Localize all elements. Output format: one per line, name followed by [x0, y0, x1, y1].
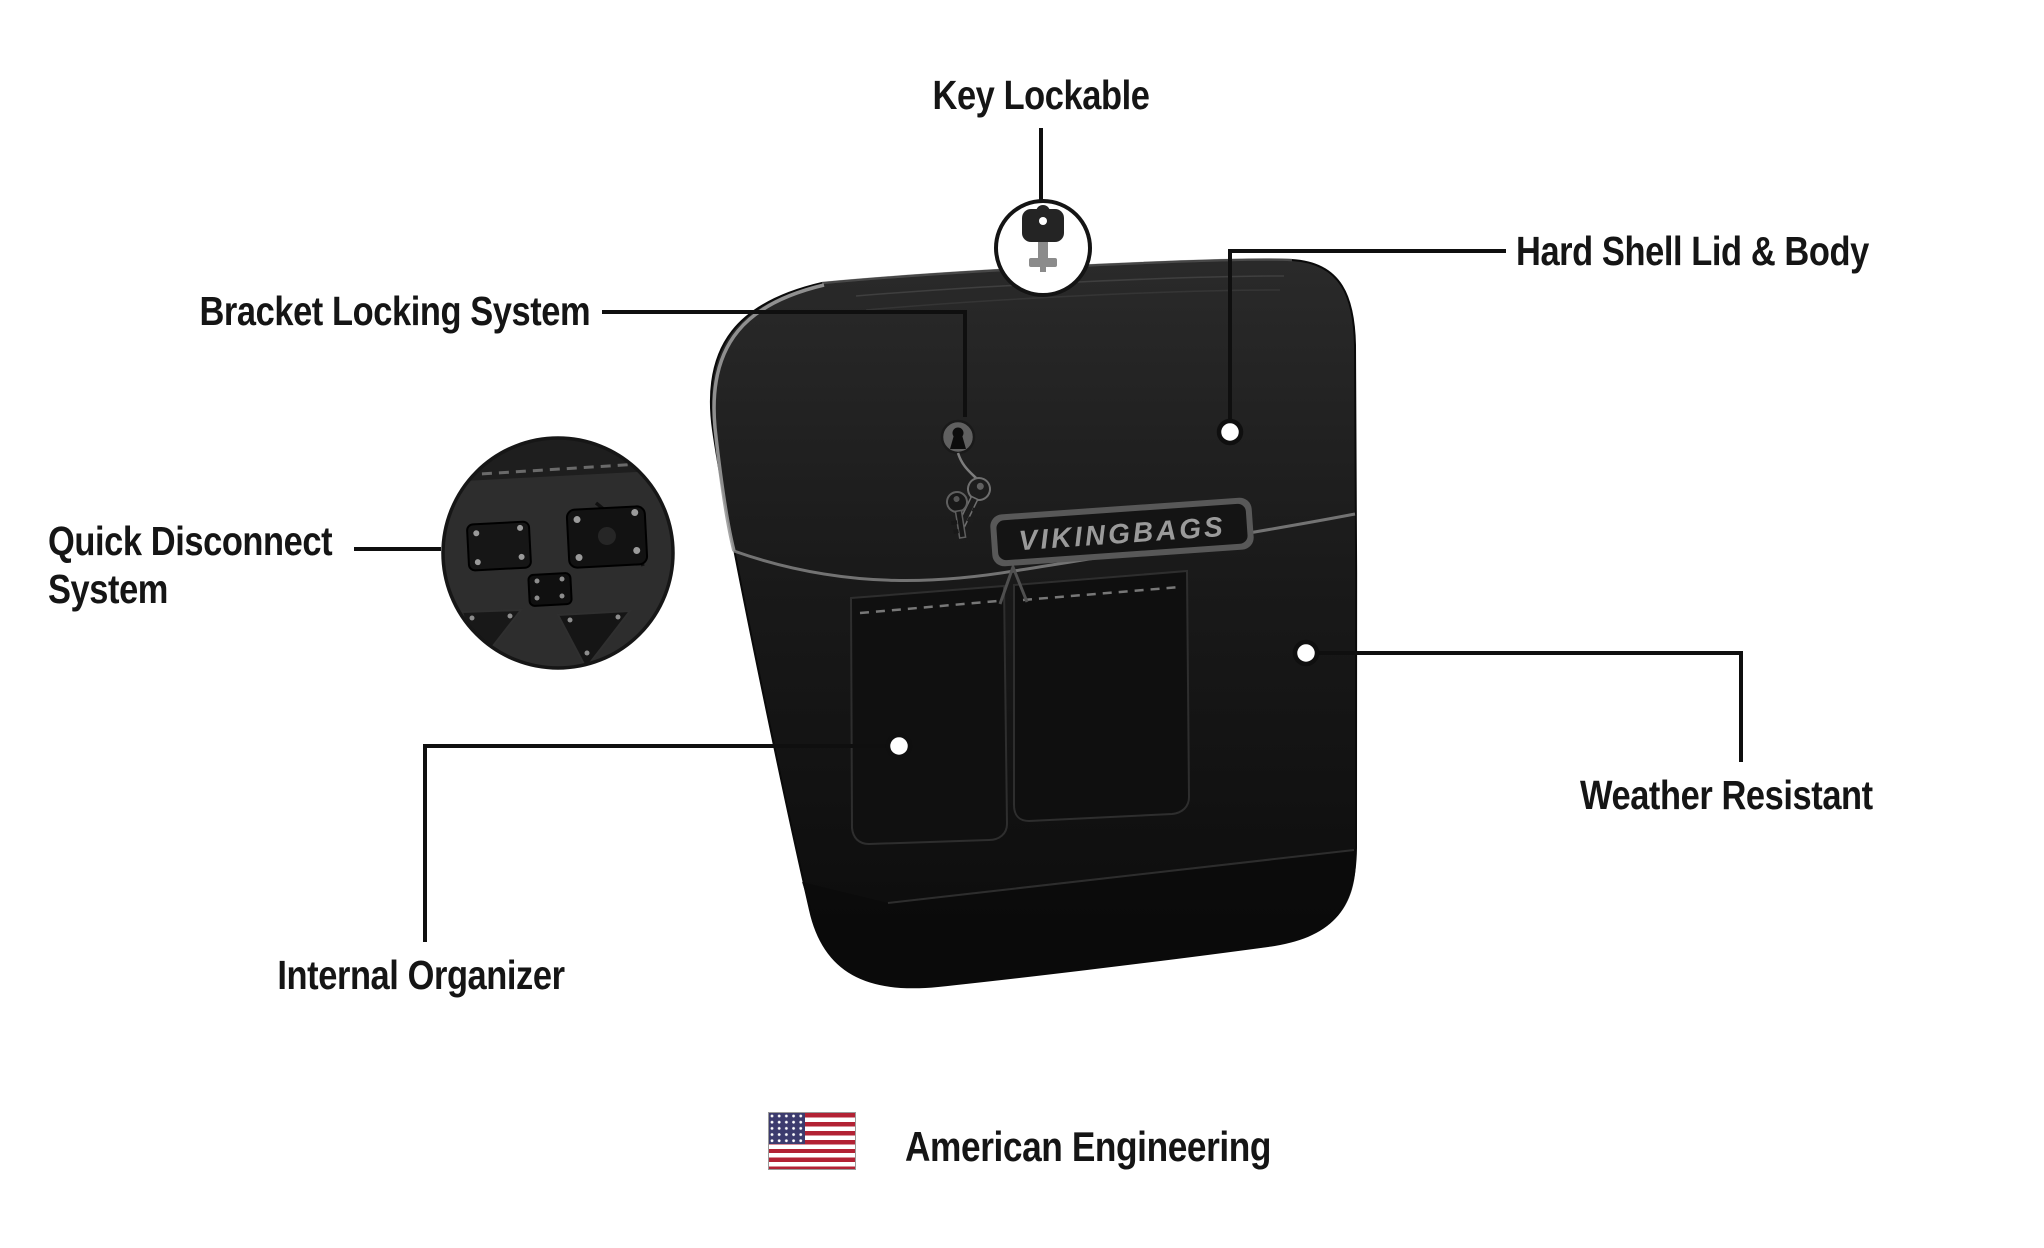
- callout-weather-resistant: Weather Resistant: [1580, 772, 1873, 818]
- pocket-right-stitch: [1022, 585, 1181, 602]
- inset-border: [441, 436, 675, 670]
- footer-american-engineering: American Engineering: [905, 1123, 1272, 1170]
- lid-edge-piping: [712, 283, 825, 552]
- us-flag-canton: [769, 1113, 805, 1145]
- divider-cord: [998, 562, 1029, 605]
- leader-lines: [354, 128, 1743, 942]
- bag-bottom-facet: [802, 849, 1356, 988]
- callout-internal-organizer: Internal Organizer: [277, 952, 565, 998]
- marker-weather-resistant: [1292, 639, 1320, 667]
- leader-bracket-locking: [602, 310, 967, 417]
- keys-icon: [946, 452, 991, 539]
- key-icon: [1022, 205, 1064, 272]
- pocket-left-stitch: [859, 599, 999, 615]
- key-circle-badge: [994, 199, 1092, 297]
- saddlebag-illustration: VIKINGBAGS: [709, 258, 1358, 989]
- callout-quick-disconnect-system: Quick Disconnect System: [48, 518, 333, 614]
- pocket-left: [849, 584, 1009, 846]
- callout-key-lockable: Key Lockable: [932, 72, 1150, 118]
- us-flag-icon: [768, 1112, 856, 1170]
- callout-hard-shell-lid-body: Hard Shell Lid & Body: [1516, 228, 1869, 274]
- leader-weather-resistant: [1318, 651, 1743, 762]
- bag-bottom-edge-line: [887, 849, 1355, 904]
- callout-bracket-locking-system: Bracket Locking System: [199, 288, 590, 334]
- leader-hard-shell: [1228, 249, 1506, 420]
- internal-organizer-pockets: [849, 562, 1191, 846]
- lid-texture-line: [855, 275, 1285, 297]
- keyhole-icon: [940, 419, 976, 455]
- lid-texture-line: [865, 289, 1281, 311]
- marker-internal-organizer: [885, 732, 913, 760]
- pocket-right: [1013, 569, 1191, 823]
- brand-plate: VIKINGBAGS: [990, 497, 1254, 567]
- marker-hard-shell: [1216, 418, 1244, 446]
- callout-quick-disconnect-line1: Quick Disconnect: [48, 518, 333, 564]
- mounting-bracket-inset: [441, 436, 675, 670]
- leader-internal-organizer: [423, 744, 887, 942]
- callout-quick-disconnect-line2: System: [48, 565, 169, 612]
- point-markers: [885, 418, 1320, 760]
